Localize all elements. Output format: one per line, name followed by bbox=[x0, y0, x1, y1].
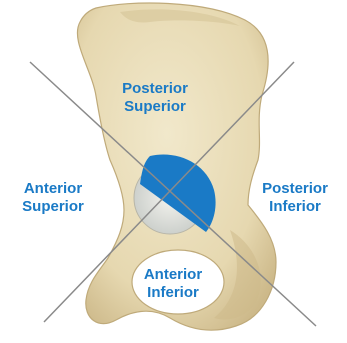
label-line: Anterior bbox=[4, 180, 102, 198]
label-line: Posterior bbox=[250, 180, 340, 198]
label-line: Posterior bbox=[110, 80, 200, 98]
label-line: Superior bbox=[4, 198, 102, 216]
label-posterior-inferior: Posterior Inferior bbox=[250, 180, 340, 216]
label-line: Superior bbox=[110, 98, 200, 116]
label-line: Inferior bbox=[250, 198, 340, 216]
label-line: Inferior bbox=[128, 284, 218, 302]
label-anterior-inferior: Anterior Inferior bbox=[128, 266, 218, 302]
label-line: Anterior bbox=[128, 266, 218, 284]
label-anterior-superior: Anterior Superior bbox=[4, 180, 102, 216]
label-posterior-superior: Posterior Superior bbox=[110, 80, 200, 116]
